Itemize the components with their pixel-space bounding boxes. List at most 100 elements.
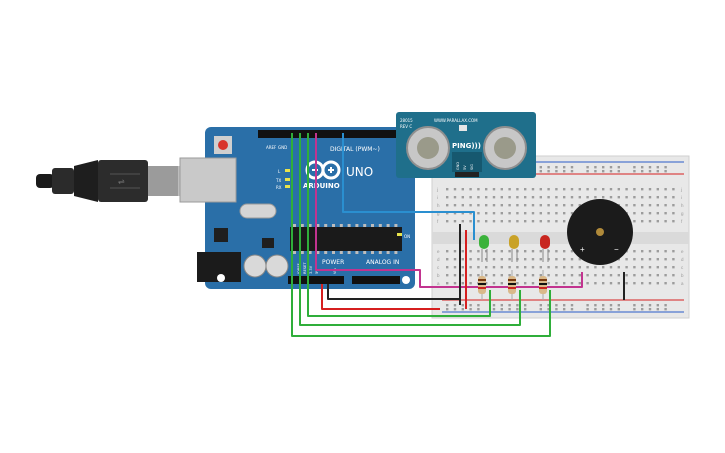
breadboard-hole[interactable] (664, 274, 667, 277)
breadboard-hole[interactable] (648, 204, 652, 207)
breadboard-hole[interactable] (609, 196, 613, 199)
breadboard-hole[interactable] (664, 308, 667, 311)
breadboard-hole[interactable] (539, 212, 542, 215)
breadboard-hole[interactable] (477, 304, 480, 307)
breadboard-hole[interactable] (485, 196, 488, 199)
breadboard-hole[interactable] (477, 212, 480, 215)
breadboard-hole[interactable] (648, 212, 652, 215)
breadboard-hole[interactable] (625, 282, 628, 285)
breadboard-hole[interactable] (570, 188, 574, 191)
breadboard-hole[interactable] (563, 274, 566, 277)
breadboard-hole[interactable] (609, 304, 613, 307)
breadboard-hole[interactable] (664, 166, 667, 169)
breadboard-hole[interactable] (531, 266, 535, 269)
breadboard-hole[interactable] (516, 274, 519, 277)
breadboard-hole[interactable] (656, 166, 659, 169)
breadboard-hole[interactable] (539, 188, 542, 191)
breadboard-hole[interactable] (656, 196, 659, 199)
breadboard-hole[interactable] (664, 196, 667, 199)
breadboard-hole[interactable] (672, 274, 675, 277)
breadboard-hole[interactable] (641, 220, 644, 223)
breadboard-hole[interactable] (570, 258, 574, 261)
breadboard-hole[interactable] (500, 204, 503, 207)
breadboard-hole[interactable] (446, 204, 449, 207)
breadboard-hole[interactable] (531, 258, 535, 261)
breadboard-hole[interactable] (594, 188, 597, 191)
breadboard-hole[interactable] (461, 196, 464, 199)
breadboard-hole[interactable] (672, 282, 675, 285)
breadboard-hole[interactable] (446, 304, 449, 307)
breadboard-hole[interactable] (563, 196, 566, 199)
breadboard-hole[interactable] (531, 212, 535, 215)
wire-gnd[interactable] (327, 284, 460, 300)
breadboard-hole[interactable] (602, 188, 605, 191)
breadboard-hole[interactable] (633, 282, 636, 285)
breadboard-hole[interactable] (586, 308, 589, 311)
breadboard-hole[interactable] (446, 282, 449, 285)
breadboard-hole[interactable] (570, 166, 574, 169)
breadboard-hole[interactable] (477, 188, 480, 191)
breadboard-hole[interactable] (477, 220, 480, 223)
breadboard-hole[interactable] (500, 282, 503, 285)
breadboard-hole[interactable] (461, 204, 464, 207)
breadboard-hole[interactable] (500, 188, 503, 191)
breadboard-hole[interactable] (524, 308, 527, 311)
breadboard-hole[interactable] (446, 274, 449, 277)
breadboard-hole[interactable] (563, 258, 566, 261)
breadboard-hole[interactable] (672, 266, 675, 269)
breadboard-hole[interactable] (485, 250, 488, 253)
breadboard-hole[interactable] (586, 304, 589, 307)
breadboard-hole[interactable] (500, 274, 503, 277)
breadboard-hole[interactable] (633, 304, 636, 307)
breadboard-hole[interactable] (578, 204, 581, 207)
breadboard-hole[interactable] (633, 196, 636, 199)
breadboard-hole[interactable] (516, 304, 519, 307)
breadboard-hole[interactable] (539, 166, 542, 169)
breadboard-hole[interactable] (547, 204, 550, 207)
breadboard-hole[interactable] (469, 266, 472, 269)
breadboard-hole[interactable] (555, 250, 558, 253)
breadboard-hole[interactable] (485, 266, 488, 269)
wire-5v[interactable] (321, 284, 440, 310)
breadboard-hole[interactable] (461, 258, 464, 261)
breadboard-hole[interactable] (446, 188, 449, 191)
breadboard-hole[interactable] (547, 170, 550, 173)
breadboard-hole[interactable] (578, 282, 581, 285)
breadboard-hole[interactable] (633, 266, 636, 269)
breadboard-hole[interactable] (664, 304, 667, 307)
breadboard-hole[interactable] (617, 282, 620, 285)
breadboard-hole[interactable] (672, 258, 675, 261)
breadboard-hole[interactable] (602, 170, 605, 173)
breadboard-hole[interactable] (656, 212, 659, 215)
breadboard-hole[interactable] (461, 220, 464, 223)
breadboard-hole[interactable] (633, 250, 636, 253)
breadboard-hole[interactable] (617, 188, 620, 191)
breadboard-hole[interactable] (453, 204, 457, 207)
breadboard-hole[interactable] (648, 170, 652, 173)
breadboard-hole[interactable] (492, 266, 496, 269)
ping-ultrasonic-sensor[interactable]: WWW.PARALLAX.COM 28015 REV C PING))) GND… (396, 112, 536, 178)
breadboard-hole[interactable] (563, 308, 566, 311)
breadboard-hole[interactable] (563, 266, 566, 269)
breadboard-hole[interactable] (446, 212, 449, 215)
breadboard-hole[interactable] (469, 220, 472, 223)
breadboard-hole[interactable] (453, 266, 457, 269)
breadboard-hole[interactable] (508, 304, 511, 307)
breadboard-hole[interactable] (477, 258, 480, 261)
breadboard-hole[interactable] (641, 274, 644, 277)
breadboard-hole[interactable] (594, 274, 597, 277)
breadboard-hole[interactable] (586, 170, 589, 173)
breadboard-hole[interactable] (602, 274, 605, 277)
breadboard-hole[interactable] (602, 282, 605, 285)
breadboard-hole[interactable] (485, 204, 488, 207)
breadboard-hole[interactable] (656, 258, 659, 261)
breadboard-hole[interactable] (586, 274, 589, 277)
breadboard-hole[interactable] (539, 204, 542, 207)
reset-button[interactable] (218, 140, 228, 150)
breadboard-hole[interactable] (516, 282, 519, 285)
breadboard-hole[interactable] (563, 250, 566, 253)
breadboard-hole[interactable] (446, 258, 449, 261)
breadboard-hole[interactable] (609, 166, 613, 169)
resistor[interactable] (508, 270, 516, 300)
breadboard-hole[interactable] (547, 304, 550, 307)
